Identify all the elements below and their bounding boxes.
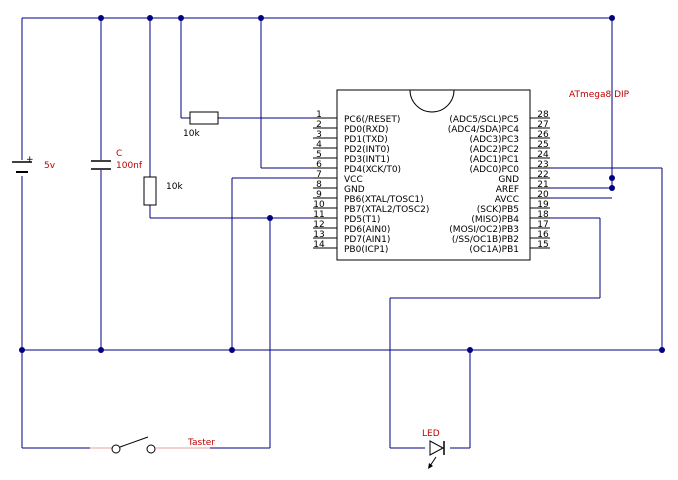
chip-pin-number: 16 — [537, 230, 549, 240]
chip-pin-name: (MOSI/OC2)PB3 — [449, 225, 519, 235]
resistor-top-body — [189, 111, 219, 125]
chip-pin-number: 7 — [316, 170, 322, 180]
junction-dot — [467, 347, 473, 353]
battery-label: 5v — [44, 161, 56, 171]
junction-dot — [229, 347, 235, 353]
chip-pin-name: PD3(INT1) — [344, 155, 390, 165]
resistor-left: 10k — [143, 176, 183, 206]
led-label: LED — [422, 429, 440, 439]
chip-pin-name: (ADC5/SCL)PC5 — [449, 115, 519, 125]
battery-symbol: + 5v — [12, 155, 56, 173]
chip-pin-name: PD5(T1) — [344, 215, 380, 225]
resistor-left-value: 10k — [166, 182, 183, 192]
battery-plus-sign: + — [26, 155, 34, 165]
chip-pin-name: (ADC3)PC3 — [469, 135, 519, 145]
switch-label: Taster — [187, 438, 215, 448]
junction-dot — [659, 347, 665, 353]
resistor-top: 10k — [183, 111, 219, 139]
chip-pin-name: PC6(/RESET) — [344, 115, 400, 125]
junction-dot — [609, 175, 615, 181]
chip-pin-name: GND — [344, 185, 365, 195]
chip-notch — [409, 89, 455, 113]
chip-pin-number: 9 — [316, 190, 322, 200]
chip-pin-name: GND — [498, 175, 519, 185]
chip-pin-number: 26 — [537, 130, 549, 140]
junction-dot — [98, 15, 104, 21]
chip-pin-name: (/SS/OC1B)PB2 — [452, 235, 519, 245]
chip-pin-number: 14 — [313, 240, 325, 250]
chip-pin-number: 15 — [537, 240, 548, 250]
chip-pin-number: 2 — [316, 120, 322, 130]
junction-dot — [609, 185, 615, 191]
chip-pin-number: 11 — [313, 210, 324, 220]
chip-pin-name: PD6(AIN0) — [344, 225, 390, 235]
chip-pin-number: 17 — [537, 220, 548, 230]
chip-pin-number: 10 — [313, 200, 325, 210]
switch-contact-left — [111, 444, 121, 454]
switch-lever — [119, 436, 149, 448]
chip-pin-name: PD1(TXD) — [344, 135, 388, 145]
junctions — [19, 15, 665, 353]
junction-dot — [19, 347, 25, 353]
chip-pin-name: VCC — [344, 175, 363, 185]
capacitor-name: C — [116, 149, 122, 159]
chip-pin-name: AREF — [496, 185, 519, 195]
led-triangle — [429, 440, 445, 456]
chip-pin-number: 5 — [316, 150, 322, 160]
chip-pin-name: (ADC2)PC2 — [469, 145, 519, 155]
chip-pin-number: 25 — [537, 140, 548, 150]
wires — [21, 17, 663, 449]
led-symbol: LED — [422, 429, 445, 469]
chip-pin-number: 1 — [316, 110, 322, 120]
chip-pin-name: PD7(AIN1) — [344, 235, 390, 245]
junction-dot — [147, 15, 153, 21]
chip-pin-number: 6 — [316, 160, 322, 170]
switch-contact-right — [146, 444, 156, 454]
chip-pin-number: 27 — [537, 120, 548, 130]
junction-dot — [98, 347, 104, 353]
resistor-top-value: 10k — [183, 129, 200, 139]
chip-pin-name: (OC1A)PB1 — [469, 245, 519, 255]
chip-pin-name: (MISO)PB4 — [471, 215, 519, 225]
chip-pin-name: (ADC1)PC1 — [469, 155, 519, 165]
led-arrow-head — [428, 463, 433, 469]
chip-pin-name: PB0(ICP1) — [344, 245, 388, 255]
capacitor-symbol: C 100nf — [91, 149, 143, 171]
chip-body — [336, 89, 531, 261]
chip-pin-number: 24 — [537, 150, 549, 160]
chip-pin-name: PD2(INT0) — [344, 145, 390, 155]
chip-pin-name: PD0(RXD) — [344, 125, 388, 135]
chip-pin-number: 21 — [537, 180, 548, 190]
chip-pin-number: 3 — [316, 130, 322, 140]
chip-pin-number: 28 — [537, 110, 549, 120]
chip-pin-number: 23 — [537, 160, 548, 170]
chip-pin-number: 22 — [537, 170, 548, 180]
junction-dot — [258, 15, 264, 21]
chip-pin-number: 13 — [313, 230, 324, 240]
chip-pin-number: 20 — [537, 190, 549, 200]
chip-pin-name: (ADC4/SDA)PC4 — [448, 125, 520, 135]
switch-taster: Taster — [90, 436, 215, 454]
chip-pin-number: 18 — [537, 210, 549, 220]
chip-pin-name: PD4(XCK/T0) — [344, 165, 401, 175]
chip-pin-name: AVCC — [495, 195, 519, 205]
chip-pin-number: 12 — [313, 220, 324, 230]
chip-pin-number: 4 — [316, 140, 322, 150]
chip-pin-number: 19 — [537, 200, 549, 210]
resistor-left-body — [143, 176, 157, 206]
chip-pin-name: (SCK)PB5 — [477, 205, 519, 215]
chip-name: ATmega8 DIP — [569, 90, 630, 100]
chip-pin-name: PB6(XTAL/TOSC1) — [344, 195, 424, 205]
junction-dot — [609, 15, 615, 21]
capacitor-value: 100nf — [116, 161, 143, 171]
junction-dot — [178, 15, 184, 21]
chip-pin-name: PB7(XTAL2/TOSC2) — [344, 205, 429, 215]
chip-right-pins: 28 (ADC5/SCL)PC5 27 (ADC4/SDA)PC4 26 (ADC3)PC… — [448, 110, 550, 255]
chip-pin-name: (ADC0)PC0 — [469, 165, 519, 175]
junction-dot — [267, 215, 273, 221]
chip-pin-number: 8 — [316, 180, 322, 190]
